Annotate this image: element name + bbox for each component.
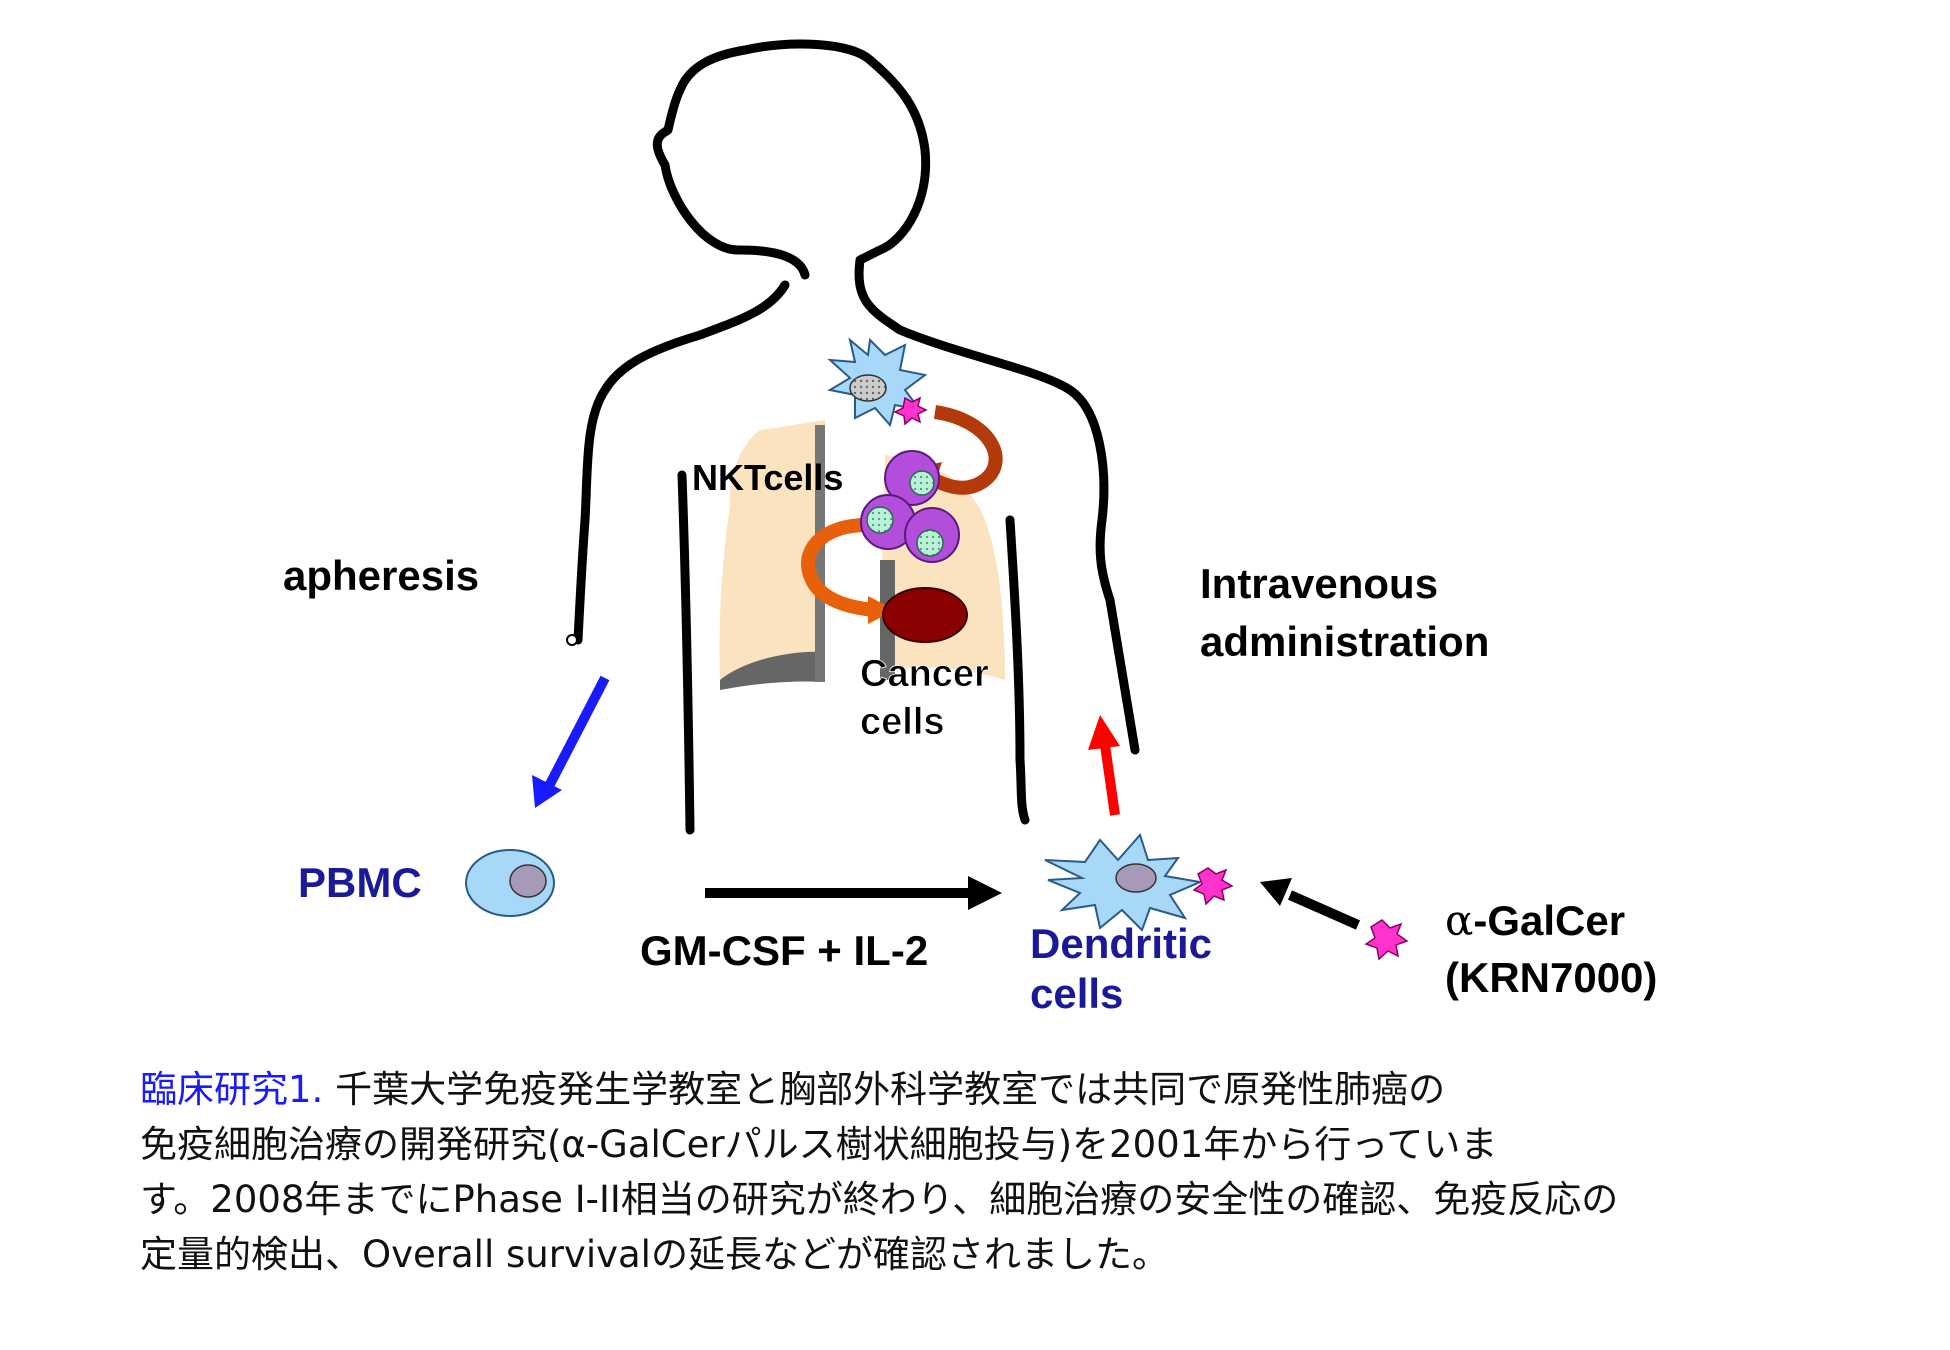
curved-arrow-dc-to-nkt	[927, 405, 1003, 495]
galcer-on-dc	[1192, 867, 1234, 906]
label-krn7000: (KRN7000)	[1445, 954, 1657, 1001]
right-inner-arm	[1005, 515, 1030, 825]
pbmc-cell	[465, 849, 555, 917]
caption-text: 臨床研究1. 千葉大学免疫発生学教室と胸部外科学教室では共同で原発性肺癌の 免疫…	[140, 1062, 1900, 1282]
nkt-therapy-diagram: NKTcells Cancer cells apheresis Intraven…	[283, 39, 1657, 1017]
galcer-molecule	[1364, 919, 1409, 961]
galcer-arrow	[1287, 890, 1361, 930]
label-intravenous-1: Intravenous	[1200, 560, 1438, 607]
caption-line-4: 定量的検出、Overall survivalの延長などが確認されました。	[140, 1233, 1169, 1276]
apheresis-port	[566, 634, 578, 646]
iv-arrow	[1100, 744, 1120, 816]
head-profile	[652, 39, 1140, 755]
nkt-cell-cluster	[860, 450, 960, 563]
dc-nucleus-dotted	[849, 374, 887, 402]
galcer-arrowhead	[1260, 878, 1292, 906]
label-dendritic-2: cells	[1030, 970, 1123, 1017]
label-nkt-cells: NKTcells	[692, 457, 843, 498]
label-apheresis: apheresis	[283, 552, 479, 599]
dendritic-cell-in-body	[827, 337, 928, 428]
caption-line-1: 臨床研究1. 千葉大学免疫発生学教室と胸部外科学教室では共同で原発性肺癌の	[140, 1068, 1446, 1111]
gmcsf-arrowhead	[968, 876, 1002, 910]
left-lung-shadow	[720, 651, 825, 690]
label-dendritic-1: Dendritic	[1030, 920, 1212, 967]
label-cancer-cells-2: cells	[860, 701, 945, 743]
apheresis-arrowhead	[532, 775, 562, 808]
galcer-on-dc-top	[893, 396, 928, 426]
left-inner-arm	[677, 470, 695, 835]
left-shoulder-arm	[573, 280, 790, 645]
iv-arrowhead	[1088, 715, 1120, 750]
label-pbmc: PBMC	[298, 859, 422, 906]
dendritic-cell	[1044, 833, 1234, 932]
label-intravenous-2: administration	[1200, 618, 1489, 665]
caption-lead: 臨床研究1.	[140, 1068, 324, 1111]
label-galcer: α-GalCer	[1445, 896, 1625, 945]
label-gmcsf-il2: GM-CSF + IL-2	[640, 927, 928, 974]
caption-line-2: 免疫細胞治療の開発研究(α-GalCerパルス樹状細胞投与)を2001年から行っ…	[140, 1123, 1498, 1166]
curved-arrow-nkt-to-cancer	[801, 518, 876, 617]
cancer-cell	[882, 587, 968, 643]
caption-line-3: す。2008年までにPhase I-II相当の研究が終わり、細胞治療の安全性の確…	[140, 1178, 1619, 1221]
left-lung-edge	[815, 425, 825, 682]
left-lung	[719, 420, 825, 680]
label-cancer-cells-1: Cancer	[860, 653, 989, 695]
apheresis-arrow	[543, 675, 610, 791]
body-outline	[573, 39, 1140, 835]
